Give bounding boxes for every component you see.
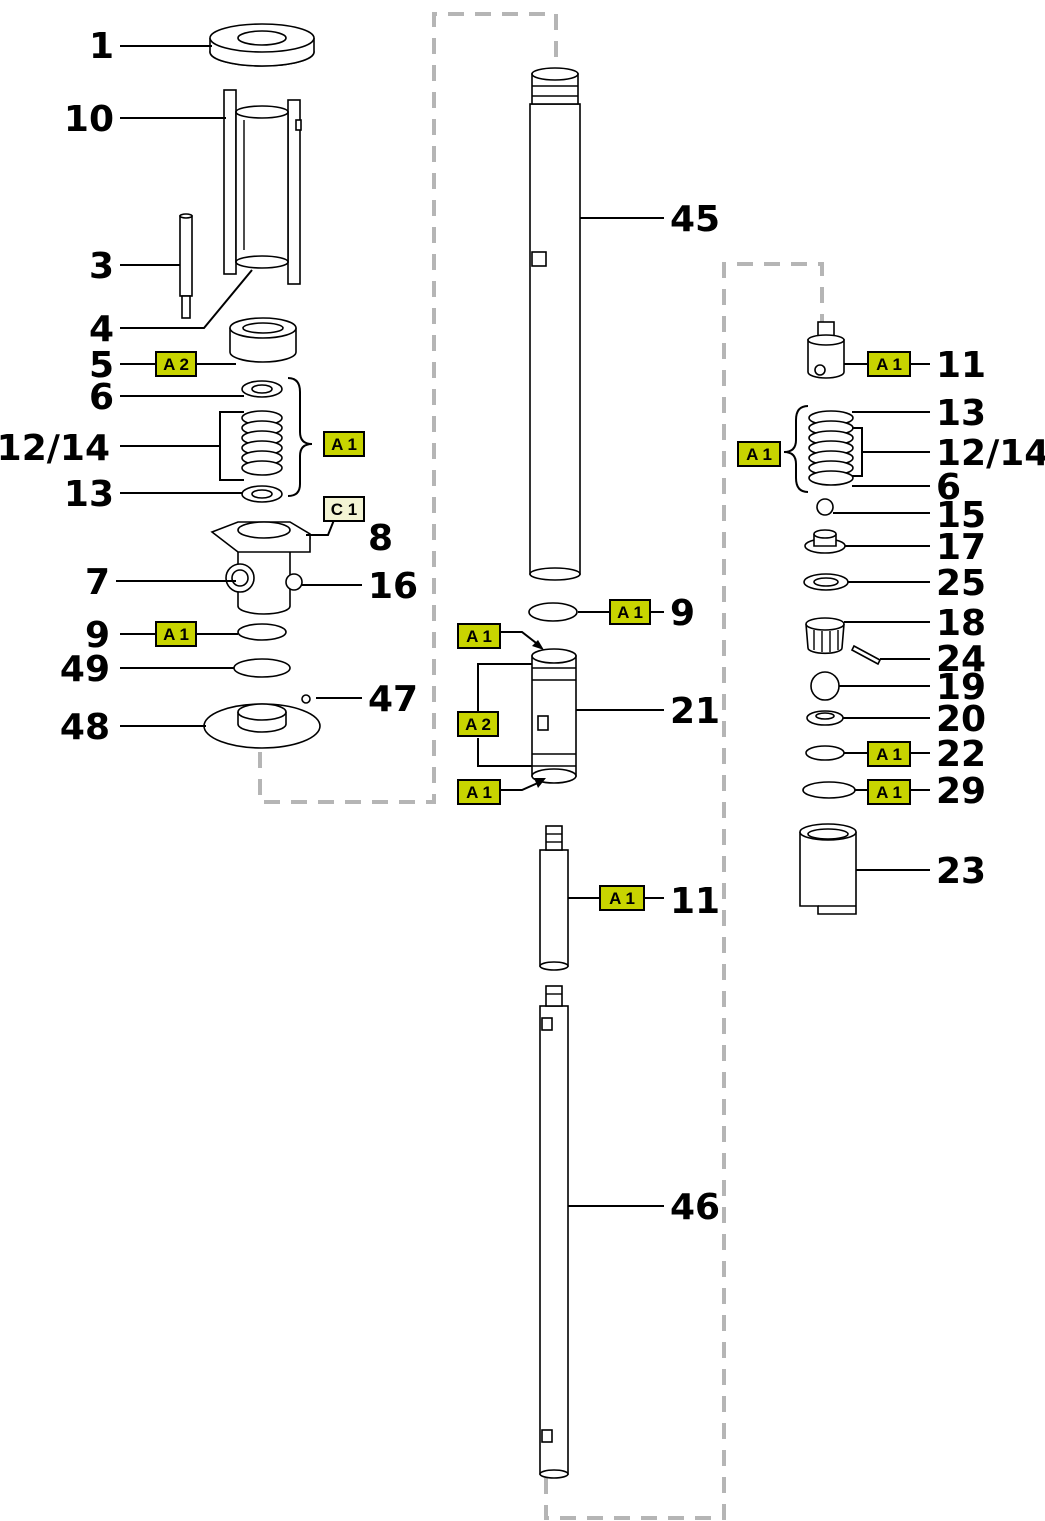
part-23-valve-housing xyxy=(799,823,857,915)
label-part-9-left: 9 xyxy=(85,615,110,656)
label-part-13-left: 13 xyxy=(64,474,114,515)
label-part-1: 1 xyxy=(89,26,114,67)
tag-a1-part-22: A 1 xyxy=(867,741,911,767)
tag-a1-packing-left: A 1 xyxy=(323,431,365,457)
part-48-base-flange xyxy=(203,703,321,749)
part-10-tie-rod-cage xyxy=(223,89,302,285)
label-part-19: 19 xyxy=(936,667,986,708)
part-9-o-ring-mid xyxy=(528,602,578,622)
leader-lines xyxy=(116,45,930,1207)
label-part-29: 29 xyxy=(936,771,986,812)
tag-a1-part-9-mid: A 1 xyxy=(609,599,651,625)
svg-text:A 1: A 1 xyxy=(876,783,902,802)
part-29-o-ring xyxy=(802,781,856,799)
svg-text:A 1: A 1 xyxy=(609,889,635,908)
tag-a1-part-29: A 1 xyxy=(867,779,911,805)
part-24-pin xyxy=(850,644,882,666)
part-7-housing xyxy=(210,521,311,615)
part-12-14-packing-stack xyxy=(241,410,283,476)
part-18-cage xyxy=(805,617,845,655)
label-part-8: 8 xyxy=(368,518,393,559)
tag-a1-packing-right: A 1 xyxy=(737,441,781,467)
part-11-valve-cap xyxy=(807,321,845,379)
label-part-18: 18 xyxy=(936,603,986,644)
svg-text:A 1: A 1 xyxy=(876,745,902,764)
part-21-sleeve xyxy=(531,648,577,784)
dashed-outline-left-assembly xyxy=(258,12,558,804)
part-12-14-packing-stack-right xyxy=(808,410,854,486)
label-part-11-right: 11 xyxy=(936,345,986,386)
label-part-7: 7 xyxy=(85,562,110,603)
label-part-15: 15 xyxy=(936,495,986,536)
label-part-48: 48 xyxy=(60,707,110,748)
part-20-seat xyxy=(806,710,844,726)
label-part-12-14-right: 12/14 xyxy=(936,433,1045,474)
label-part-47: 47 xyxy=(368,679,418,720)
label-part-11-mid: 11 xyxy=(670,881,720,922)
svg-text:C 1: C 1 xyxy=(331,500,357,519)
label-part-24: 24 xyxy=(936,639,986,680)
part-5-nut xyxy=(229,317,297,363)
label-part-20: 20 xyxy=(936,699,986,740)
tag-a1-part-11-right: A 1 xyxy=(867,351,911,377)
part-17-seat xyxy=(804,529,846,554)
svg-text:A 2: A 2 xyxy=(163,355,189,374)
svg-text:A 1: A 1 xyxy=(876,355,902,374)
part-1-flange xyxy=(209,23,315,67)
part-25-washer xyxy=(803,573,849,591)
dashed-outline-right-assembly xyxy=(544,262,824,1520)
part-47-ball xyxy=(301,694,311,704)
label-part-16: 16 xyxy=(368,566,418,607)
label-part-46: 46 xyxy=(670,1187,720,1228)
part-11-rod-mid xyxy=(539,825,569,971)
part-15-ball xyxy=(816,498,834,516)
label-part-13-right: 13 xyxy=(936,393,986,434)
label-part-5: 5 xyxy=(89,345,114,386)
part-49-o-ring xyxy=(233,658,291,678)
part-6-ring xyxy=(241,380,283,398)
svg-text:A 1: A 1 xyxy=(617,603,643,622)
part-13-ring xyxy=(241,485,283,503)
label-part-3: 3 xyxy=(89,246,114,287)
svg-text:A 1: A 1 xyxy=(163,625,189,644)
label-part-6-right: 6 xyxy=(936,467,961,508)
part-9-o-ring-left xyxy=(237,623,287,641)
label-part-17: 17 xyxy=(936,527,986,568)
label-part-49: 49 xyxy=(60,649,110,690)
tag-a1-part-21-top: A 1 xyxy=(457,623,501,649)
label-part-6-left: 6 xyxy=(89,377,114,418)
part-46-pump-rod xyxy=(539,985,569,1479)
label-part-21: 21 xyxy=(670,691,720,732)
svg-text:A 2: A 2 xyxy=(465,715,491,734)
label-part-4: 4 xyxy=(89,309,114,350)
part-22-o-ring xyxy=(805,745,845,761)
tag-a1-part-11-mid: A 1 xyxy=(599,885,645,911)
label-part-12-14-left: 12/14 xyxy=(0,428,110,469)
tag-a2-part-5: A 2 xyxy=(155,351,197,377)
svg-text:A 1: A 1 xyxy=(466,783,492,802)
tag-a1-part-21-bottom: A 1 xyxy=(457,779,501,805)
tag-a2-part-21: A 2 xyxy=(457,711,499,737)
label-part-45: 45 xyxy=(670,199,720,240)
svg-text:A 1: A 1 xyxy=(746,445,772,464)
part-3-rod xyxy=(179,213,193,319)
label-part-23: 23 xyxy=(936,851,986,892)
tag-c1-part-8: C 1 xyxy=(323,496,365,522)
part-19-ball xyxy=(810,671,840,701)
label-part-9-mid: 9 xyxy=(670,593,695,634)
part-45-cylinder xyxy=(529,67,581,581)
svg-text:A 1: A 1 xyxy=(331,435,357,454)
label-part-10: 10 xyxy=(64,99,114,140)
label-part-25: 25 xyxy=(936,563,986,604)
svg-text:A 1: A 1 xyxy=(466,627,492,646)
tag-a1-part-9-left: A 1 xyxy=(155,621,197,647)
label-part-22: 22 xyxy=(936,734,986,775)
